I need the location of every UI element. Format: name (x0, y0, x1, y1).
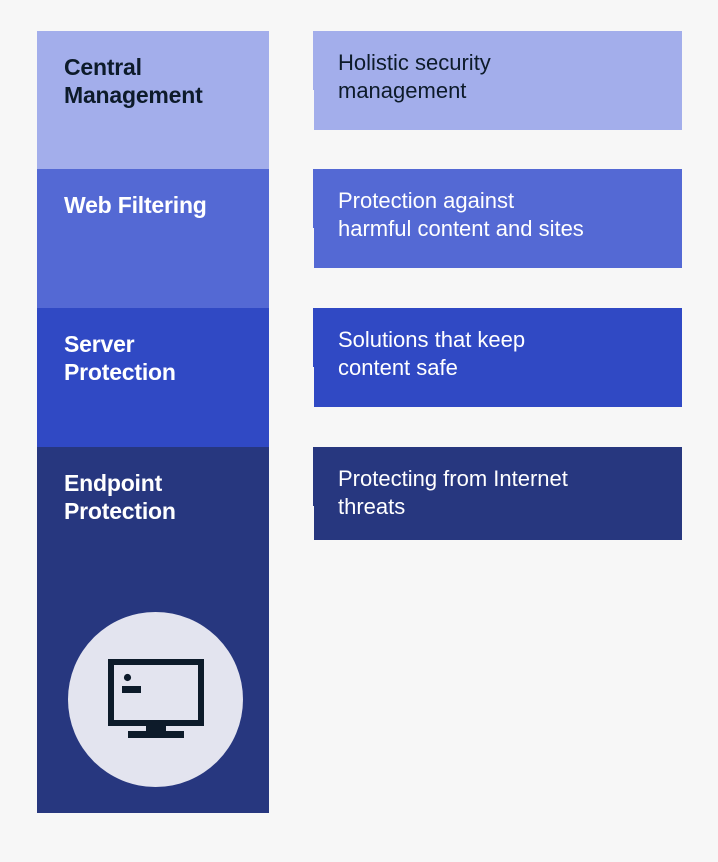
layer-connector-notch (269, 228, 314, 308)
layer-title: Web Filtering (64, 192, 207, 218)
layer-title: Server Protection (64, 331, 176, 386)
layer-description: Holistic security management (338, 50, 491, 103)
layer-bar-central-management[interactable]: Holistic security management (313, 31, 682, 130)
layer-bar-server-protection[interactable]: Solutions that keep content safe (313, 308, 682, 407)
layer-bar-web-filtering[interactable]: Protection against harmful content and s… (313, 169, 682, 268)
layer-bar-endpoint-protection[interactable]: Protecting from Internet threats (313, 447, 682, 540)
layer-title: Endpoint Protection (64, 470, 176, 525)
layer-connector-notch (269, 90, 314, 169)
layer-band-central-management[interactable]: Central Management (37, 31, 269, 169)
monitor-icon (107, 658, 204, 738)
layer-description: Protection against harmful content and s… (338, 188, 584, 241)
layer-description: Protecting from Internet threats (338, 466, 568, 519)
layer-connector-notch (269, 506, 314, 580)
layer-band-server-protection[interactable]: Server Protection (37, 308, 269, 447)
layer-band-web-filtering[interactable]: Web Filtering (37, 169, 269, 308)
layer-description: Solutions that keep content safe (338, 327, 526, 380)
icon-badge (68, 612, 243, 787)
layer-title: Central Management (64, 54, 203, 109)
layer-connector-notch (269, 367, 314, 447)
